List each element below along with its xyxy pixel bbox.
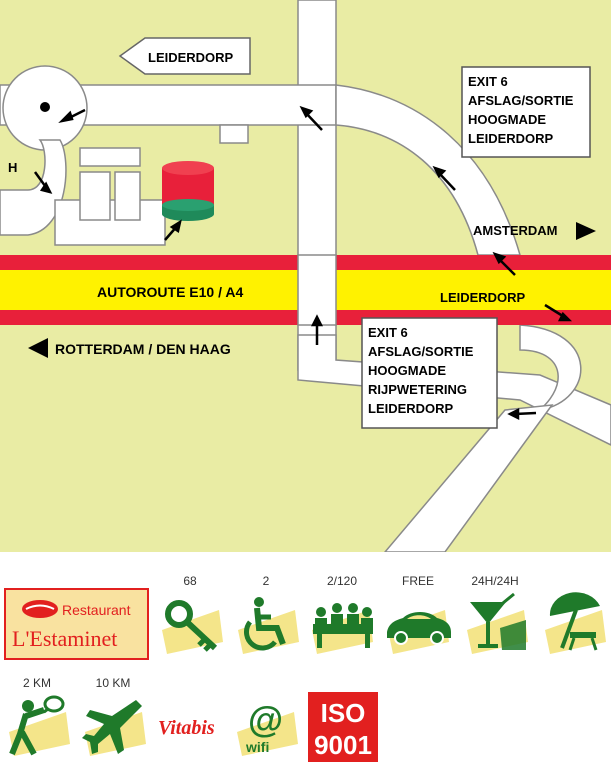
rotterdam-arrow-icon [28, 338, 48, 358]
wheelchair-icon [233, 592, 303, 658]
roundabout-center-icon [40, 102, 50, 112]
bar-hours: 24H/24H [471, 574, 519, 588]
svg-text:AFSLAG/SORTIE: AFSLAG/SORTIE [368, 344, 474, 359]
amsterdam-label: AMSTERDAM [473, 223, 558, 238]
route-map: AUTOROUTE E10 / A4 LEIDERDORP AMSTERDAM … [0, 0, 611, 552]
exit-sign-south: EXIT 6 AFSLAG/SORTIE HOOGMADE RIJPWETERI… [361, 317, 498, 429]
beach-umbrella-icon [540, 592, 610, 658]
hotel-marker-letter: H [8, 160, 17, 175]
vitabis-logo: Vitabis [156, 712, 228, 742]
direction-arrows [33, 105, 573, 421]
restaurant-word: Restaurant [62, 602, 131, 618]
parking-label: FREE [401, 574, 434, 588]
leiderdorp-highway-label: LEIDERDORP [440, 290, 526, 305]
bar-icon [462, 592, 534, 658]
hotel-buildings [79, 124, 249, 221]
svg-text:AFSLAG/SORTIE: AFSLAG/SORTIE [468, 93, 574, 108]
svg-text:9001: 9001 [314, 730, 372, 760]
facilities-panel: Restaurant L'Estaminet 68 2 2/120 FREE 2… [0, 552, 611, 768]
rooms-count: 68 [183, 574, 197, 588]
rotterdam-label: ROTTERDAM / DEN HAAG [55, 341, 231, 357]
svg-text:LEIDERDORP: LEIDERDORP [468, 131, 554, 146]
svg-text:EXIT 6: EXIT 6 [368, 325, 408, 340]
meeting-room-icon [307, 592, 379, 658]
svg-text:EXIT 6: EXIT 6 [468, 74, 508, 89]
accessible-rooms-count: 2 [262, 574, 270, 588]
svg-text:wifi: wifi [245, 739, 269, 755]
svg-text:ISO: ISO [321, 698, 366, 728]
svg-text:@: @ [248, 699, 283, 740]
restaurant-logo: Restaurant L'Estaminet [4, 588, 149, 660]
wifi-icon: @ wifi [232, 694, 304, 760]
svg-text:RIJPWETERING: RIJPWETERING [368, 382, 467, 397]
tennis-icon [4, 694, 76, 760]
airplane-icon [80, 694, 152, 760]
hotel-location-marker [162, 161, 214, 221]
meeting-capacity: 2/120 [326, 574, 358, 588]
restaurant-name: L'Estaminet [12, 626, 117, 651]
highway-e10-a4 [0, 254, 611, 326]
iso-9001-badge: ISO 9001 [308, 692, 378, 762]
svg-text:LEIDERDORP: LEIDERDORP [368, 401, 454, 416]
svg-text:HOOGMADE: HOOGMADE [368, 363, 446, 378]
exit-sign-north: EXIT 6 AFSLAG/SORTIE HOOGMADE LEIDERDORP [461, 66, 591, 158]
amsterdam-arrow-icon [576, 222, 596, 240]
car-icon [383, 592, 455, 658]
svg-text:LEIDERDORP: LEIDERDORP [148, 50, 234, 65]
svg-text:Vitabis: Vitabis [158, 717, 215, 739]
key-icon [157, 592, 227, 658]
svg-text:HOOGMADE: HOOGMADE [468, 112, 546, 127]
airport-distance: 10 KM [95, 676, 131, 690]
tennis-distance: 2 KM [22, 676, 51, 690]
highway-label: AUTOROUTE E10 / A4 [97, 284, 243, 300]
leiderdorp-pointer-sign: LEIDERDORP [118, 37, 251, 75]
